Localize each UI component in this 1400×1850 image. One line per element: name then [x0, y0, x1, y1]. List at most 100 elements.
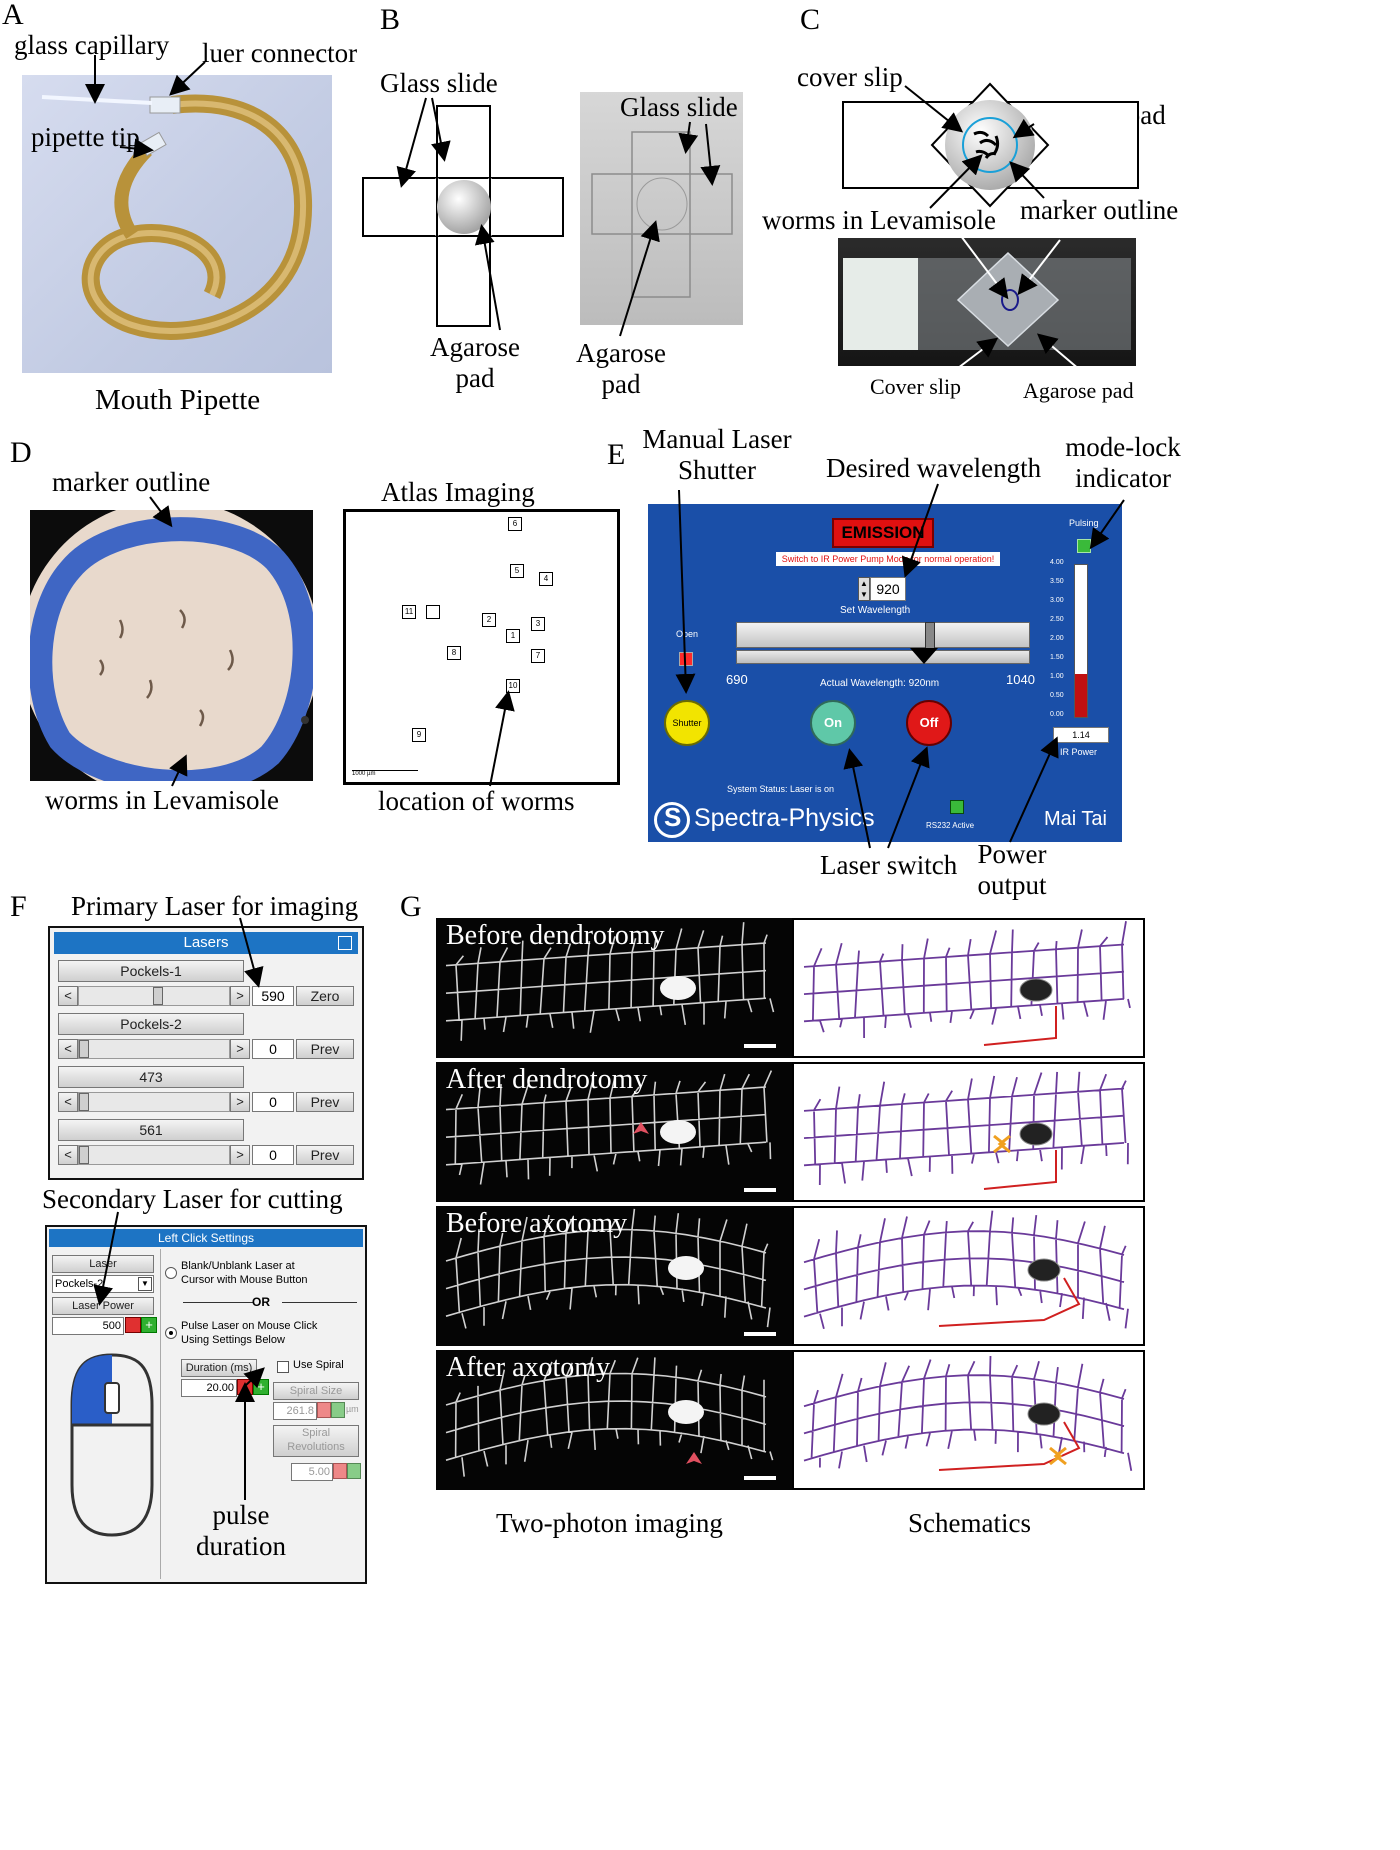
- laser-power-slider[interactable]: [78, 1092, 230, 1112]
- ir-power-bar: [1074, 564, 1088, 718]
- glass-slide-label-right: Glass slide: [620, 92, 738, 122]
- chevron-right-icon[interactable]: >: [230, 986, 250, 1006]
- neuron-schematic-drawing: [803, 921, 1131, 1046]
- chevron-right-icon[interactable]: >: [230, 1039, 250, 1059]
- laser-off-button[interactable]: Off: [906, 700, 952, 746]
- two-photon-image: After axotomy: [436, 1350, 792, 1490]
- plus-icon[interactable]: +: [253, 1379, 269, 1395]
- chevron-right-icon[interactable]: >: [230, 1092, 250, 1112]
- laser-power-value[interactable]: 0: [252, 1092, 294, 1112]
- laser-switch-label: Laser switch: [820, 850, 958, 880]
- option1-radio[interactable]: [165, 1267, 177, 1279]
- laser-on-button[interactable]: On: [810, 700, 856, 746]
- neuron-schematic: [792, 1350, 1145, 1490]
- spiral-size-button: Spiral Size: [273, 1382, 359, 1400]
- laser-name-button[interactable]: Pockels-2: [58, 1013, 244, 1035]
- micrograph-caption: After dendrotomy: [446, 1064, 648, 1095]
- shutter-button[interactable]: Shutter: [664, 700, 710, 746]
- use-spiral-checkbox[interactable]: [277, 1361, 289, 1373]
- minus-icon[interactable]: [125, 1317, 141, 1333]
- duration-label-button[interactable]: Duration (ms): [181, 1359, 257, 1377]
- neuron-schematic-drawing: [803, 1210, 1129, 1330]
- spiral-unit: µm: [346, 1404, 359, 1414]
- agarose-pad-label-left: Agarose pad: [430, 332, 520, 394]
- chevron-left-icon[interactable]: <: [58, 1092, 78, 1112]
- option2-radio[interactable]: [165, 1327, 177, 1339]
- cover-slip-photo: [838, 238, 1136, 366]
- atlas-tile: 8: [447, 646, 461, 660]
- chevron-left-icon[interactable]: <: [58, 986, 78, 1006]
- laser-power-slider-thumb[interactable]: [79, 1093, 89, 1111]
- two-photon-image: Before axotomy: [436, 1206, 792, 1346]
- laser-power-slider[interactable]: [78, 1145, 230, 1165]
- laser-name-button[interactable]: 561: [58, 1119, 244, 1141]
- chevron-down-icon[interactable]: ▼: [138, 1277, 152, 1291]
- rs232-label: RS232 Active: [926, 821, 975, 830]
- laser-power-value[interactable]: 0: [252, 1145, 294, 1165]
- chevron-left-icon[interactable]: <: [58, 1145, 78, 1165]
- panel-f-letter: F: [10, 890, 27, 923]
- ir-power-label: IR Power: [1060, 747, 1098, 757]
- chevron-left-icon[interactable]: <: [58, 1039, 78, 1059]
- laser-power-slider[interactable]: [78, 986, 230, 1006]
- primary-laser-label: Primary Laser for imaging: [71, 891, 359, 921]
- laser-label-button[interactable]: Laser: [52, 1255, 154, 1273]
- laser-select[interactable]: Pockels-2▼: [52, 1275, 154, 1293]
- ir-power-tick-label: 4.00: [1050, 559, 1064, 566]
- laser-power-value[interactable]: 0: [252, 1039, 294, 1059]
- laser-power-value[interactable]: 590: [252, 986, 294, 1006]
- wavelength-slider[interactable]: [736, 622, 1030, 650]
- shutter-open-indicator: [679, 652, 693, 666]
- laser-action-button[interactable]: Zero: [296, 986, 354, 1006]
- minus-icon[interactable]: [237, 1379, 253, 1395]
- ir-power-tick-label: 0.50: [1050, 692, 1064, 699]
- manual-laser-shutter-label: Manual Laser Shutter: [642, 424, 792, 486]
- neuron-schematic: [792, 1206, 1145, 1346]
- atlas-tile: [426, 605, 440, 619]
- wavelength-input[interactable]: 920: [870, 577, 906, 601]
- laser-power-label-button[interactable]: Laser Power: [52, 1297, 154, 1315]
- laser-power-input[interactable]: 500: [52, 1317, 124, 1335]
- atlas-tile: 2: [482, 613, 496, 627]
- mode-lock-indicator-label: mode-lock indicator: [1065, 432, 1181, 494]
- open-label: Open: [676, 629, 699, 639]
- use-spiral-label: Use Spiral: [293, 1359, 344, 1371]
- chevron-right-icon[interactable]: >: [230, 1145, 250, 1165]
- laser-action-button[interactable]: Prev: [296, 1145, 354, 1165]
- marker-outline-label-c: marker outline: [1020, 195, 1179, 225]
- laser-name-button[interactable]: Pockels-1: [58, 960, 244, 982]
- pipette-tubing-drawing: [41, 94, 313, 340]
- atlas-tile: 11: [402, 605, 416, 619]
- ir-power-tick-label: 1.00: [1050, 673, 1064, 680]
- mode-lock-indicator: [1077, 539, 1091, 553]
- mouse-left-click-icon: [70, 1353, 154, 1537]
- system-status-text: System Status: Laser is on: [727, 784, 835, 794]
- atlas-tile: 5: [510, 564, 524, 578]
- neuron-schematic: [792, 1062, 1145, 1202]
- secondary-laser-label: Secondary Laser for cutting: [42, 1184, 343, 1214]
- laser-action-button[interactable]: Prev: [296, 1092, 354, 1112]
- wavelength-spinner[interactable]: ▲▼: [858, 577, 870, 601]
- laser-power-slider-thumb[interactable]: [79, 1040, 89, 1058]
- ir-pump-warning: Switch to IR Power Pump Mode for normal …: [776, 552, 1000, 566]
- ir-power-tick-label: 3.50: [1050, 578, 1064, 585]
- duration-input[interactable]: 20.00: [181, 1379, 237, 1397]
- plus-icon[interactable]: +: [141, 1317, 157, 1333]
- laser-power-slider[interactable]: [78, 1039, 230, 1059]
- laser-name-button[interactable]: 473: [58, 1066, 244, 1088]
- glass-slide-drawing: [362, 105, 564, 327]
- scale-bar: [352, 770, 418, 771]
- atlas-tile: 4: [539, 572, 553, 586]
- brand-label: Spectra-Physics: [694, 804, 875, 832]
- wavelength-slider-thumb[interactable]: [925, 622, 935, 650]
- laser-power-slider-thumb[interactable]: [79, 1146, 89, 1164]
- neuron-schematic-drawing: [803, 1355, 1133, 1471]
- laser-action-button[interactable]: Prev: [296, 1039, 354, 1059]
- laser-power-slider-thumb[interactable]: [153, 987, 163, 1005]
- or-label: OR: [252, 1295, 270, 1309]
- option2-label: Pulse Laser on Mouse Click Using Setting…: [181, 1320, 318, 1346]
- popout-icon[interactable]: [338, 936, 352, 950]
- actual-wavelength-pointer: [910, 648, 938, 664]
- minus-icon: [333, 1463, 347, 1479]
- micrograph-caption: After axotomy: [446, 1352, 611, 1383]
